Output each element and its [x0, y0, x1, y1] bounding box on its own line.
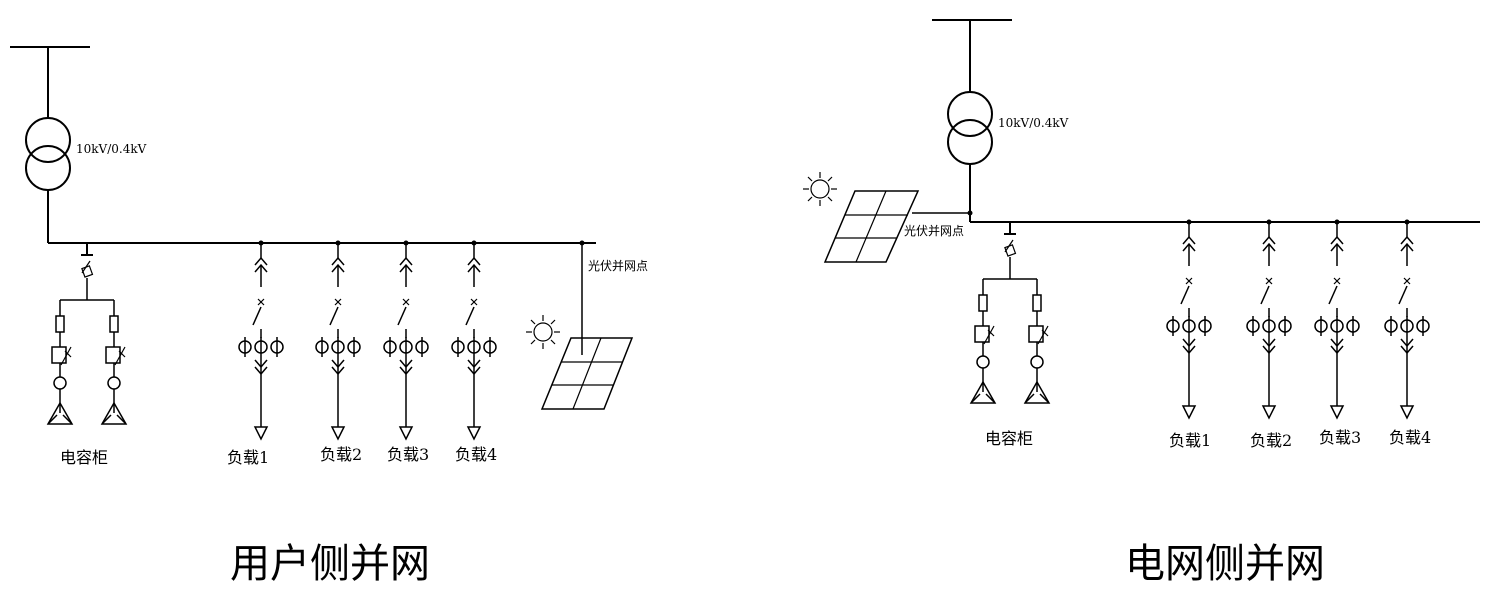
- load-feeder-2: [315, 239, 361, 440]
- load-feeder-1: [1166, 218, 1212, 419]
- load-feeder-3: [383, 239, 429, 440]
- caption-grid-side: 电网侧并网: [1125, 541, 1325, 587]
- sun-icon: [525, 314, 561, 350]
- load-feeder-1: [238, 239, 284, 440]
- load-label-1: 负载1: [1169, 431, 1211, 450]
- load-label-2: 负载2: [320, 445, 362, 464]
- pv-point-label: 光伏并网点: [588, 259, 648, 273]
- transformer-icon: [25, 117, 71, 191]
- transformer-label: 10kV/0.4kV: [76, 142, 147, 156]
- grid-side-diagram: 10kV/0.4kV 光伏并网点 电容柜 负载1 负载2 负载3 负载4 电网侧…: [802, 19, 1480, 587]
- transformer-icon: [947, 91, 993, 165]
- capacitor-icon: [48, 243, 126, 424]
- load-label-3: 负载3: [387, 445, 429, 464]
- caption-user-side: 用户侧并网: [230, 541, 430, 587]
- capacitor-label: 电容柜: [985, 429, 1033, 448]
- solar-panel-icon: [823, 190, 970, 263]
- load-label-1: 负载1: [227, 448, 269, 467]
- sun-icon: [802, 171, 838, 207]
- load-feeder-3: [1314, 218, 1360, 419]
- transformer-label: 10kV/0.4kV: [998, 116, 1069, 130]
- load-feeder-2: [1246, 218, 1292, 419]
- capacitor-label: 电容柜: [60, 448, 108, 467]
- solar-panel-icon: [540, 337, 634, 410]
- user-side-diagram: 10kV/0.4kV 电容柜 负载1 负载2 负载3 负载4 光伏并网点 用户侧…: [10, 46, 648, 587]
- load-feeder-4: [451, 239, 497, 440]
- capacitor-icon: [971, 222, 1049, 403]
- load-feeder-4: [1384, 218, 1430, 419]
- load-label-4: 负载4: [1389, 428, 1431, 447]
- load-label-2: 负载2: [1250, 431, 1292, 450]
- load-label-4: 负载4: [455, 445, 497, 464]
- pv-point-label: 光伏并网点: [904, 224, 964, 238]
- load-label-3: 负载3: [1319, 428, 1361, 447]
